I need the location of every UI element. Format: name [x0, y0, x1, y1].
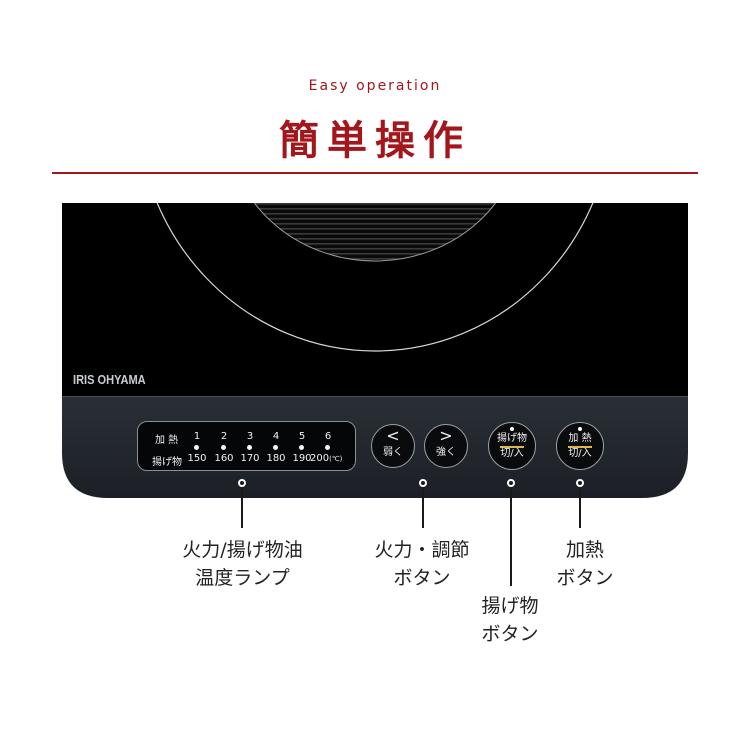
callout-line-fry	[510, 484, 512, 586]
level-3: 3	[246, 431, 254, 442]
temperature-lamp-panel: 加 熱 1 2 3 4 5 6 揚げ物 150 160 170 180 190 …	[137, 421, 356, 471]
power-down-button[interactable]: < 弱く	[371, 424, 415, 468]
heat-label: 加 熱	[568, 433, 592, 444]
fry-temp-row: 揚げ物 150 160 170 180 190 200(℃)	[138, 453, 355, 468]
callout-line-power	[422, 484, 424, 528]
lamp-1-indicator	[194, 445, 199, 450]
fry-led-icon	[510, 427, 514, 431]
power-up-button[interactable]: > 強く	[424, 424, 468, 468]
heat-row-label: 加 熱	[155, 435, 179, 446]
temp-160: 160	[214, 453, 234, 464]
header-subtitle: Easy operation	[308, 78, 442, 94]
level-6: 6	[324, 431, 332, 442]
callout-dot-heat	[576, 479, 584, 487]
level-1: 1	[193, 431, 201, 442]
heat-on-off-label: 切/入	[568, 448, 592, 459]
callout-line-lamp	[241, 484, 243, 528]
lamp-2-indicator	[221, 445, 226, 450]
heat-level-row: 加 熱 1 2 3 4 5 6	[138, 431, 355, 446]
title-divider	[52, 172, 698, 174]
temp-180: 180	[266, 453, 286, 464]
temp-150: 150	[187, 453, 207, 464]
temp-200: 200(℃)	[310, 453, 343, 464]
fry-toggle-button[interactable]: 揚げ物 切/入	[488, 422, 536, 470]
fry-label: 揚げ物	[497, 433, 527, 444]
temp-170: 170	[240, 453, 260, 464]
lamp-3-indicator	[247, 445, 252, 450]
level-5: 5	[298, 431, 306, 442]
lamp-4-indicator	[273, 445, 278, 450]
stronger-label: 強く	[436, 447, 456, 458]
fry-divider	[500, 446, 524, 448]
callout-lamp-label: 火力/揚げ物油 温度ランプ	[182, 539, 303, 589]
page-title: 簡単操作	[279, 118, 471, 164]
brand-logo: IRIS OHYAMA	[73, 372, 146, 387]
heat-led-icon	[578, 427, 582, 431]
heat-divider	[568, 446, 592, 448]
fry-row-label: 揚げ物	[152, 457, 182, 468]
callout-dot-fry	[507, 479, 515, 487]
lamp-5-indicator	[299, 445, 304, 450]
callout-power-label: 火力・調節 ボタン	[374, 539, 470, 589]
callout-heat-label: 加熱 ボタン	[556, 539, 614, 589]
lamp-6-indicator	[325, 445, 330, 450]
weaker-label: 弱く	[383, 447, 403, 458]
callout-dot-power	[419, 479, 427, 487]
heat-toggle-button[interactable]: 加 熱 切/入	[556, 422, 604, 470]
level-4: 4	[272, 431, 280, 442]
level-2: 2	[220, 431, 228, 442]
fry-on-off-label: 切/入	[500, 448, 524, 459]
temp-190: 190	[292, 453, 312, 464]
callout-fry-label: 揚げ物 ボタン	[481, 595, 539, 645]
callout-dot-lamp	[238, 479, 246, 487]
chevron-right-icon: >	[439, 426, 453, 445]
chevron-left-icon: <	[386, 426, 400, 445]
temp-unit: (℃)	[329, 455, 343, 463]
callout-line-heat	[579, 484, 581, 528]
